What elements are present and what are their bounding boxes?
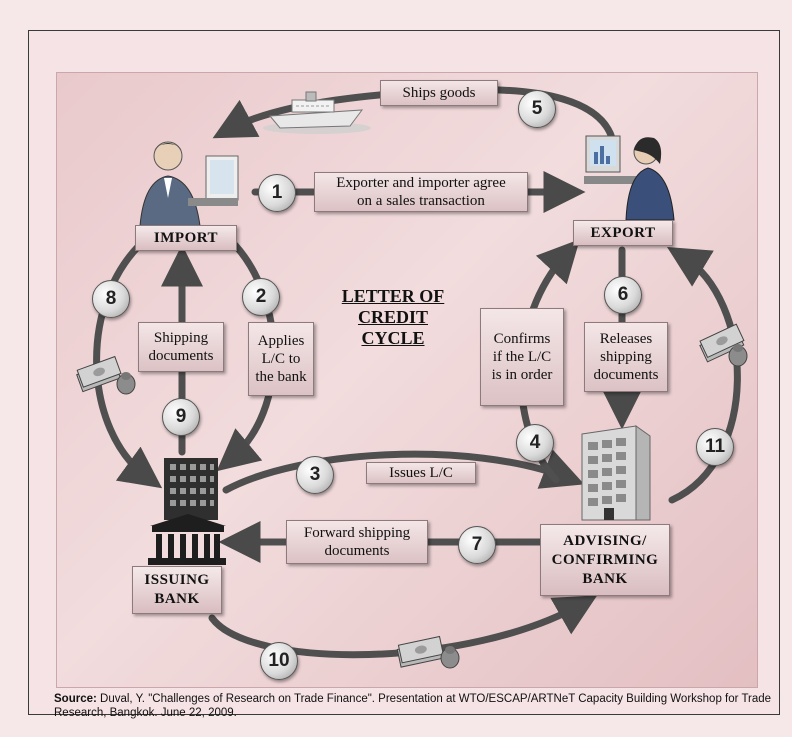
step-11-badge: 11	[696, 428, 734, 466]
step-1-label: Exporter and importer agree on a sales t…	[314, 172, 528, 212]
issuing-bank-building-icon	[148, 458, 226, 565]
step-4-label: Confirms if the L/C is in order	[480, 308, 564, 406]
export-node: EXPORT	[573, 220, 673, 246]
step-2-label: Applies L/C to the bank	[248, 322, 314, 396]
importer-person-icon	[139, 141, 239, 227]
source-label: Source:	[54, 693, 97, 705]
issuing-bank-node: ISSUING BANK	[132, 566, 222, 614]
step-3-label: Issues L/C	[366, 462, 476, 484]
step-3-badge: 3	[296, 456, 334, 494]
import-node: IMPORT	[135, 225, 237, 251]
step-10-badge: 10	[260, 642, 298, 680]
source-text: Duval, Y. "Challenges of Research on Tra…	[54, 693, 772, 719]
step-6-label: Releases shipping documents	[584, 322, 668, 392]
money-icon	[396, 635, 460, 669]
step-1-badge: 1	[258, 174, 296, 212]
advising-bank-building-icon	[581, 425, 651, 521]
step-4-badge: 4	[516, 424, 554, 462]
step-9-badge: 9	[162, 398, 200, 436]
arrow-step-3	[222, 449, 585, 494]
step-7-badge: 7	[458, 526, 496, 564]
step-2-badge: 2	[242, 278, 280, 316]
arrow-step-11	[667, 246, 741, 504]
step-8-badge: 8	[92, 280, 130, 318]
arrow-step-10	[208, 595, 598, 659]
diagram-title: LETTER OF CREDIT CYCLE	[341, 286, 445, 348]
step-7-label: Forward shipping documents	[286, 520, 428, 564]
money-icon	[699, 323, 748, 367]
step-5-label: Ships goods	[380, 80, 498, 106]
ship-icon	[263, 91, 371, 134]
exporter-person-icon	[584, 135, 675, 221]
step-6-badge: 6	[604, 276, 642, 314]
money-icon	[76, 355, 136, 395]
step-9-label: Shipping documents	[138, 322, 224, 372]
advising-bank-node: ADVISING/ CONFIRMING BANK	[540, 524, 670, 596]
step-5-badge: 5	[518, 90, 556, 128]
source-note: Source: Duval, Y. "Challenges of Researc…	[54, 692, 774, 720]
